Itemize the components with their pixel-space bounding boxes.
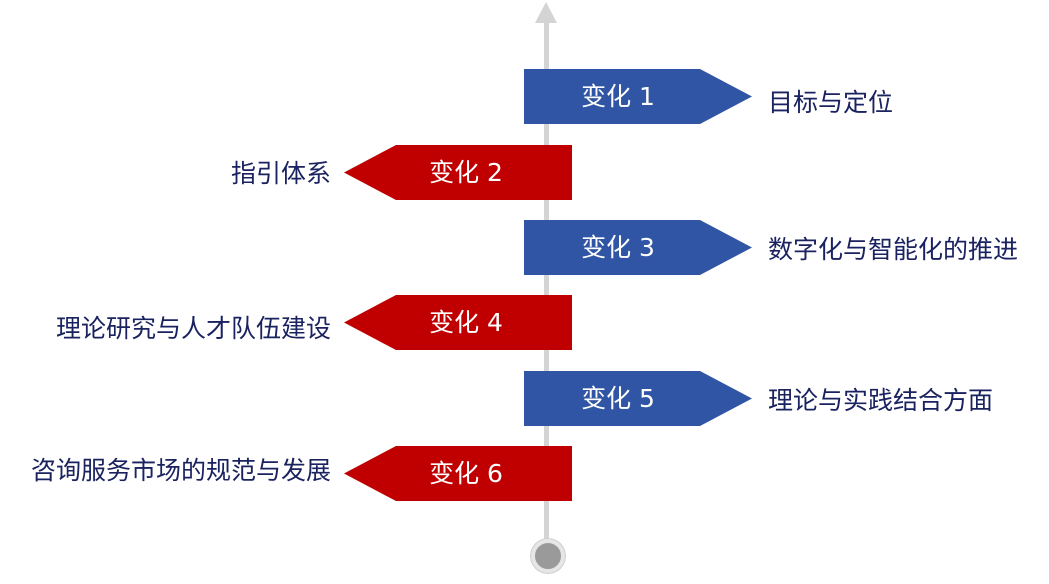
change-6-banner: 变化 6 [344, 446, 572, 501]
change-2-banner: 变化 2 [344, 145, 572, 200]
change-1-label: 目标与定位 [768, 88, 894, 117]
change-3-banner: 变化 3 [524, 220, 752, 275]
change-3-label: 数字化与智能化的推进 [768, 235, 1019, 264]
change-4-banner: 变化 4 [344, 295, 572, 350]
change-2-label: 指引体系 [230, 159, 331, 188]
change-5-banner: 变化 5 [524, 371, 752, 426]
change-4-label: 理论研究与人才队伍建设 [55, 314, 331, 343]
timeline-end-dot-icon [531, 539, 565, 573]
arrow-up-icon [535, 2, 557, 23]
change-1-banner: 变化 1 [524, 69, 752, 124]
change-6-label: 咨询服务市场的规范与发展 [30, 456, 331, 485]
change-5-label: 理论与实践结合方面 [768, 386, 994, 415]
timeline-axis [544, 18, 549, 548]
